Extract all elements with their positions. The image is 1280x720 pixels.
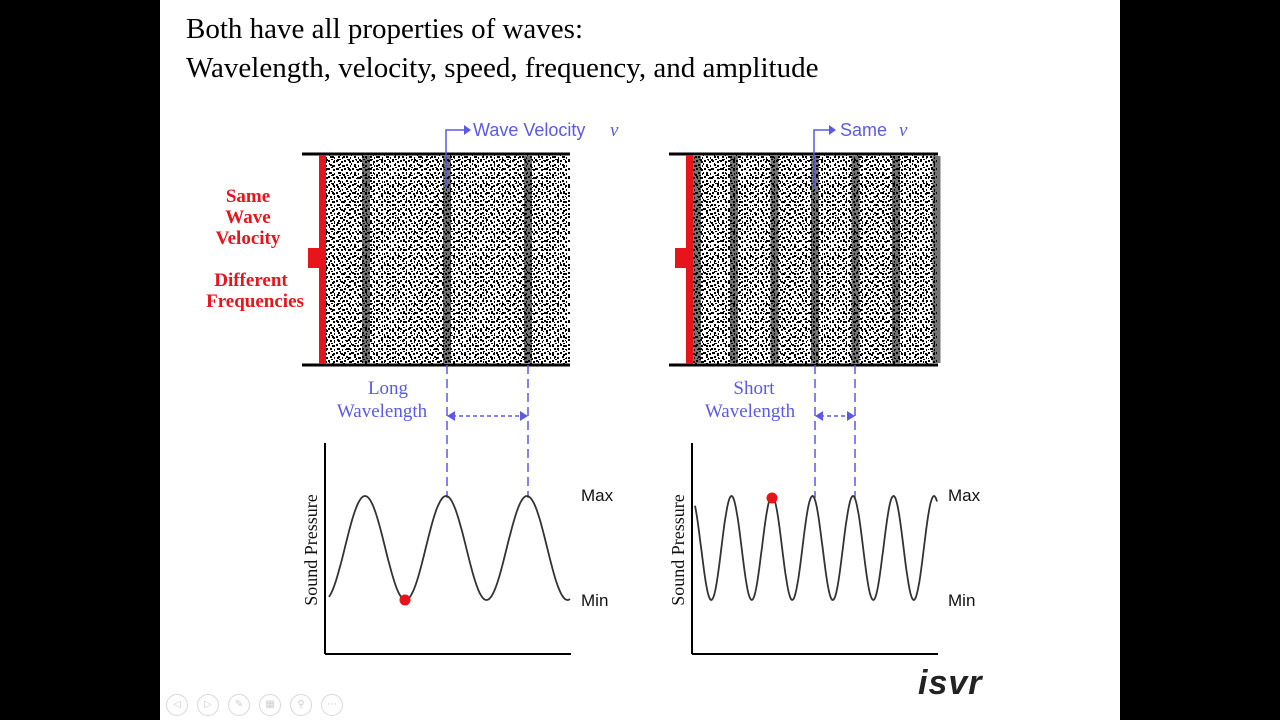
left-wavelength-annotation: Long Wavelength (337, 365, 529, 498)
label-frequencies: Frequencies (206, 291, 304, 312)
left-velocity-symbol: ν (610, 120, 619, 141)
left-wavelength-line1: Long (368, 378, 409, 399)
left-max-label: Max (581, 486, 614, 505)
slide-title: Both have all properties of waves: Wavel… (186, 10, 818, 88)
left-waveform (328, 495, 571, 601)
wave-diagram: Same Wave Velocity Different Frequencies (206, 120, 981, 655)
right-min-label: Min (948, 591, 975, 610)
previous-icon[interactable]: ◁ (166, 694, 188, 716)
left-piston-rod (308, 248, 319, 268)
right-piston-rod (675, 248, 686, 268)
right-tube (669, 152, 941, 367)
compression-band (443, 156, 451, 363)
compression-band (932, 156, 941, 363)
right-piston (686, 155, 693, 364)
left-panel: Wave Velocity ν Long Wavelength Sound Pr… (301, 120, 619, 655)
right-velocity-label: Same (840, 120, 887, 140)
left-pressure-graph: Sound Pressure Max Min (301, 443, 614, 655)
more-icon[interactable]: ⋯ (321, 694, 343, 716)
next-icon[interactable]: ▷ (197, 694, 219, 716)
left-side-labels: Same Wave Velocity Different Frequencies (206, 186, 304, 312)
compression-band (892, 156, 900, 363)
slideshow-controls: ◁ ▷ ✎ ▦ ⚲ ⋯ (166, 694, 343, 716)
isvr-logo: isvr (918, 664, 983, 702)
left-velocity-annotation: Wave Velocity ν (445, 120, 619, 188)
label-velocity: Velocity (216, 228, 281, 249)
compression-band (770, 156, 779, 363)
right-compression-bands (693, 156, 941, 363)
right-panel: Same ν Short Wavelength Sound Pressure M… (668, 120, 981, 655)
slides-icon[interactable]: ▦ (259, 694, 281, 716)
left-tube (302, 152, 570, 367)
zoom-icon[interactable]: ⚲ (290, 694, 312, 716)
right-wavelength-line2: Wavelength (705, 401, 796, 422)
left-wavelength-line2: Wavelength (337, 401, 428, 422)
compression-band (362, 156, 370, 363)
title-line-1: Both have all properties of waves: (186, 13, 584, 45)
left-velocity-label: Wave Velocity (473, 120, 585, 140)
right-waveform (694, 495, 938, 602)
slide: Both have all properties of waves: Wavel… (160, 0, 1120, 720)
compression-band (811, 156, 819, 363)
right-wavelength-annotation: Short Wavelength (705, 365, 856, 498)
compression-band (524, 156, 532, 363)
pen-icon[interactable]: ✎ (228, 694, 250, 716)
label-wave: Wave (225, 207, 270, 228)
right-y-axis-label: Sound Pressure (668, 494, 688, 606)
right-velocity-symbol: ν (899, 120, 908, 141)
left-min-label: Min (581, 591, 608, 610)
label-same: Same (226, 186, 270, 207)
compression-band (851, 156, 860, 363)
compression-band (730, 156, 738, 363)
title-line-2: Wavelength, velocity, speed, frequency, … (186, 52, 819, 84)
left-y-axis-label: Sound Pressure (301, 494, 321, 606)
right-marker-dot (766, 492, 778, 504)
right-wavelength-line1: Short (733, 378, 775, 399)
right-pressure-graph: Sound Pressure Max Min (668, 443, 981, 655)
right-velocity-annotation: Same ν (813, 120, 908, 188)
left-compression-bands (362, 156, 532, 363)
compression-band (693, 156, 701, 363)
label-different: Different (214, 270, 288, 291)
left-piston (319, 155, 326, 364)
left-marker-dot (399, 594, 411, 606)
right-max-label: Max (948, 486, 981, 505)
